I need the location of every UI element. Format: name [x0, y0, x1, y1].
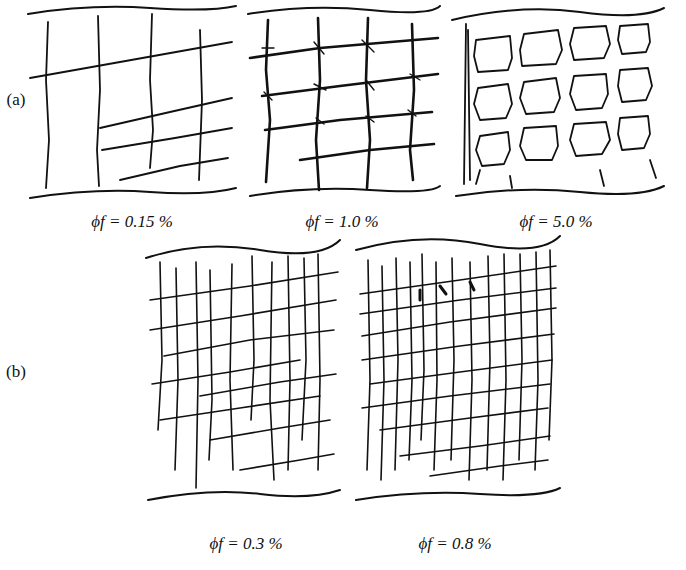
fiber-fraction-label: ϕf = 1.0 % [305, 212, 378, 232]
panel-tag: (b) [6, 362, 26, 382]
crack-sketch [452, 8, 664, 196]
crack-sketch [146, 240, 340, 500]
fiber-fraction-label: ϕf = 0.8 % [418, 534, 491, 554]
crack-sketch [28, 6, 236, 198]
fiber-fraction-label: ϕf = 5.0 % [519, 212, 592, 232]
crack-sketch [248, 6, 440, 196]
panel-tag: (a) [7, 90, 26, 110]
crack-sketch [356, 236, 560, 500]
fiber-fraction-label: ϕf = 0.3 % [209, 534, 282, 554]
fiber-fraction-label: ϕf = 0.15 % [91, 212, 173, 232]
